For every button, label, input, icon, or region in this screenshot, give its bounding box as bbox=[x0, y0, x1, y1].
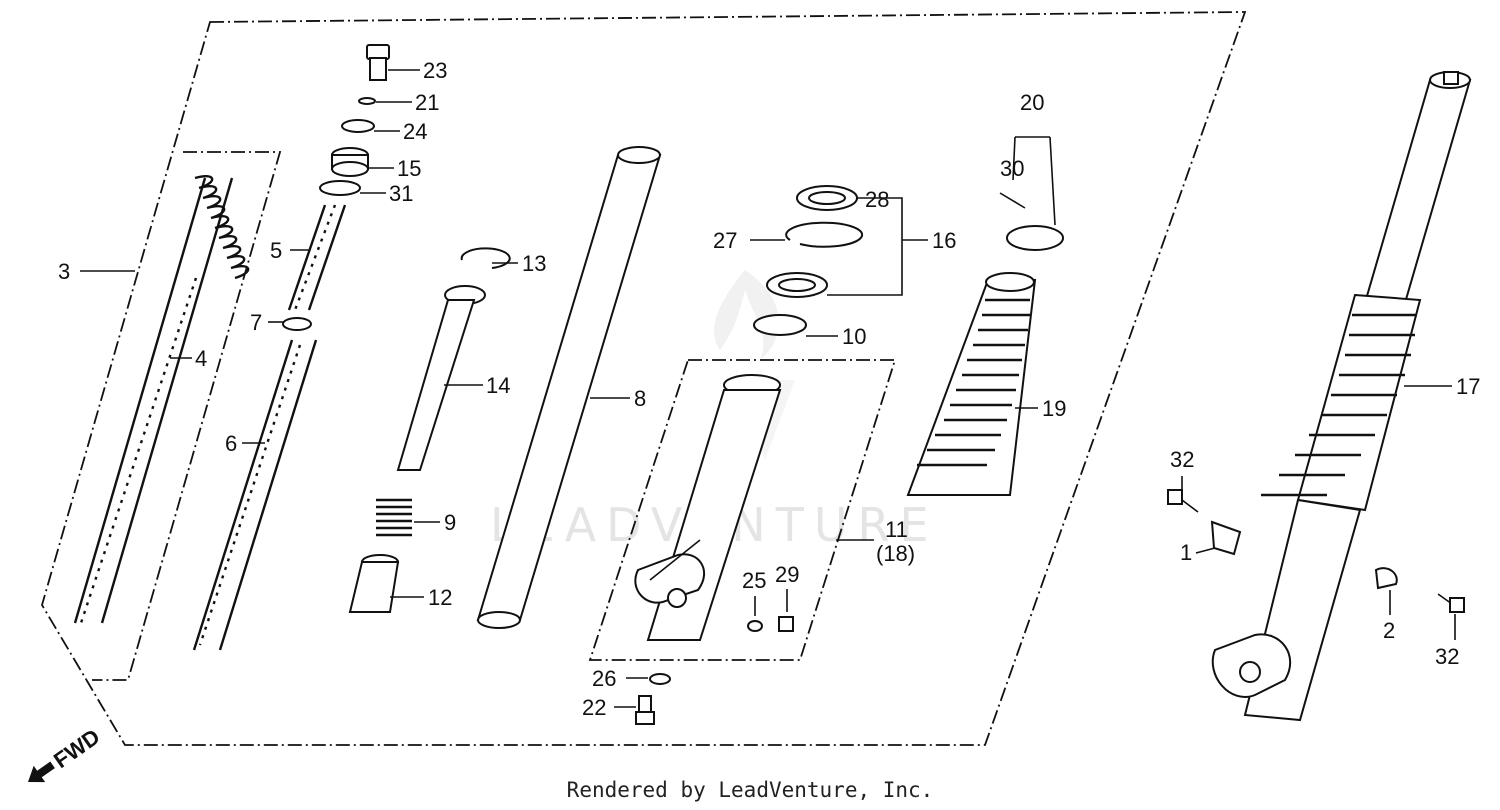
socket-bolt bbox=[635, 695, 655, 725]
callout-29: 29 bbox=[775, 562, 799, 587]
callout-3: 3 bbox=[58, 259, 70, 284]
callout-10: 10 bbox=[842, 324, 866, 349]
fork-bolt bbox=[366, 44, 390, 81]
fork-boot bbox=[906, 272, 1037, 496]
washer-top bbox=[341, 119, 375, 133]
callout-17: 17 bbox=[1456, 374, 1480, 399]
flange-bolt-right bbox=[1437, 593, 1465, 613]
spring-group-outline bbox=[92, 151, 282, 681]
piston-ring bbox=[460, 247, 511, 269]
fork-cap bbox=[331, 147, 369, 177]
callout-13: 13 bbox=[522, 251, 546, 276]
assembled-front-fork bbox=[1211, 71, 1472, 722]
spring-seat-upper bbox=[287, 204, 347, 311]
callout-22: 22 bbox=[582, 695, 606, 720]
callout-27: 27 bbox=[713, 228, 737, 253]
fork-slider bbox=[634, 374, 782, 641]
callout-28: 28 bbox=[865, 187, 889, 212]
cap-o-ring bbox=[319, 180, 361, 196]
boot-clamp bbox=[1006, 225, 1064, 251]
damper-rod bbox=[396, 285, 486, 471]
callout-1: 1 bbox=[1180, 540, 1192, 565]
flange-bolt-left bbox=[1167, 489, 1199, 513]
leader-lines bbox=[80, 69, 1456, 708]
callout-9: 9 bbox=[444, 510, 456, 535]
callout-6: 6 bbox=[225, 431, 237, 456]
callout-32-left: 32 bbox=[1170, 447, 1194, 472]
callout-16: 16 bbox=[932, 228, 956, 253]
callout-15: 15 bbox=[397, 156, 421, 181]
callout-11: 11 bbox=[885, 517, 908, 542]
lower-case-group-outline bbox=[588, 359, 897, 661]
callout-23: 23 bbox=[423, 58, 447, 83]
callout-2: 2 bbox=[1383, 618, 1395, 643]
hose-clamp bbox=[1374, 567, 1398, 590]
drain-bolt bbox=[778, 616, 794, 632]
socket-bolt-washer bbox=[649, 673, 671, 685]
inner-fork-tube bbox=[476, 146, 662, 629]
assembly-outline bbox=[41, 11, 1247, 746]
callout-14: 14 bbox=[486, 373, 510, 398]
callout-26: 26 bbox=[592, 666, 616, 691]
stopper-ring bbox=[785, 221, 864, 248]
rebound-spring bbox=[376, 498, 412, 537]
o-ring-small bbox=[358, 97, 376, 105]
dust-seal-inner bbox=[808, 191, 846, 205]
callout-25: 25 bbox=[742, 568, 766, 593]
callout-4: 4 bbox=[195, 346, 207, 371]
callout-labels: 23 21 24 15 31 5 7 3 4 6 13 14 9 12 8 27… bbox=[58, 58, 1480, 720]
fork-spring-long bbox=[73, 174, 250, 624]
oil-seal-inner bbox=[778, 278, 816, 292]
callout-31: 31 bbox=[389, 181, 413, 206]
callout-12: 12 bbox=[428, 585, 452, 610]
oil-lock-piece bbox=[348, 554, 400, 613]
callout-19: 19 bbox=[1042, 396, 1066, 421]
brake-hose-guide bbox=[1210, 520, 1242, 556]
back-up-ring bbox=[753, 314, 807, 336]
callout-7: 7 bbox=[250, 310, 262, 335]
callout-5: 5 bbox=[270, 238, 282, 263]
fork-spring-short bbox=[192, 339, 318, 651]
callout-18: (18) bbox=[876, 541, 915, 566]
spring-collar bbox=[282, 317, 312, 331]
render-credit: Rendered by LeadVenture, Inc. bbox=[566, 778, 934, 802]
clamp-screw bbox=[999, 192, 1026, 209]
callout-20: 20 bbox=[1020, 90, 1044, 115]
sealing-washer bbox=[747, 620, 763, 632]
callout-21: 21 bbox=[415, 90, 439, 115]
callout-32-right: 32 bbox=[1435, 644, 1459, 669]
callout-30: 30 bbox=[1000, 156, 1024, 181]
callout-8: 8 bbox=[634, 386, 646, 411]
callout-24: 24 bbox=[403, 119, 427, 144]
forward-label: FWD bbox=[49, 724, 104, 773]
